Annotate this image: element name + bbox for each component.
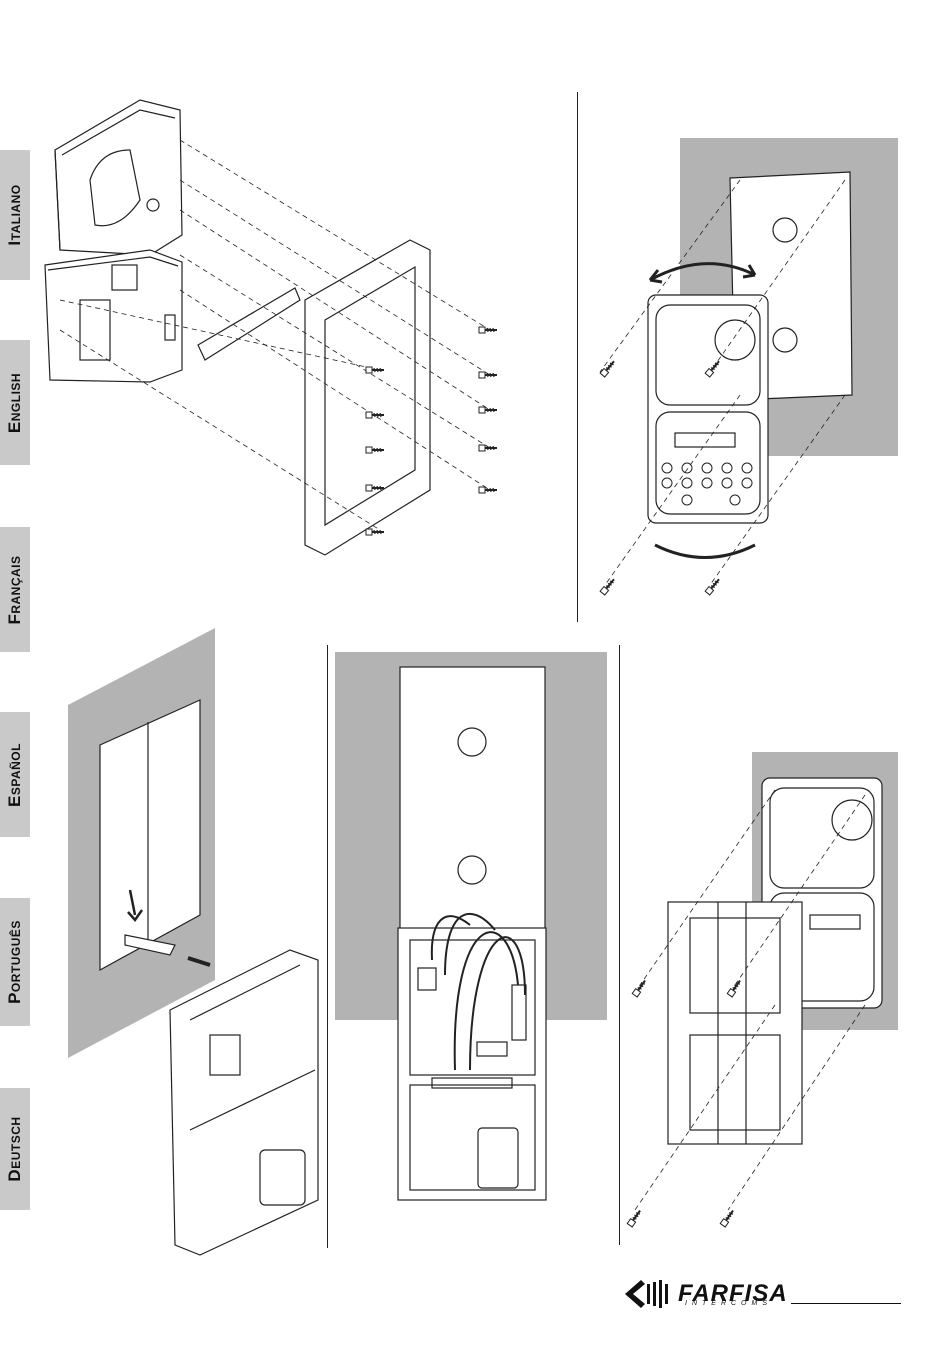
figure-wiring — [335, 652, 607, 1200]
brand-underline — [791, 1303, 901, 1304]
figure-frame-plate — [627, 752, 898, 1227]
figure-exploded-frame — [45, 100, 497, 555]
farfisa-logo: FARFISA INTERCOMS — [623, 1278, 903, 1310]
figure-panel-rotation — [600, 138, 898, 595]
brand-subtitle: INTERCOMS — [685, 1300, 772, 1307]
farfisa-logo-mark-icon — [623, 1278, 675, 1310]
figure-wallbox-insertion — [68, 628, 318, 1255]
